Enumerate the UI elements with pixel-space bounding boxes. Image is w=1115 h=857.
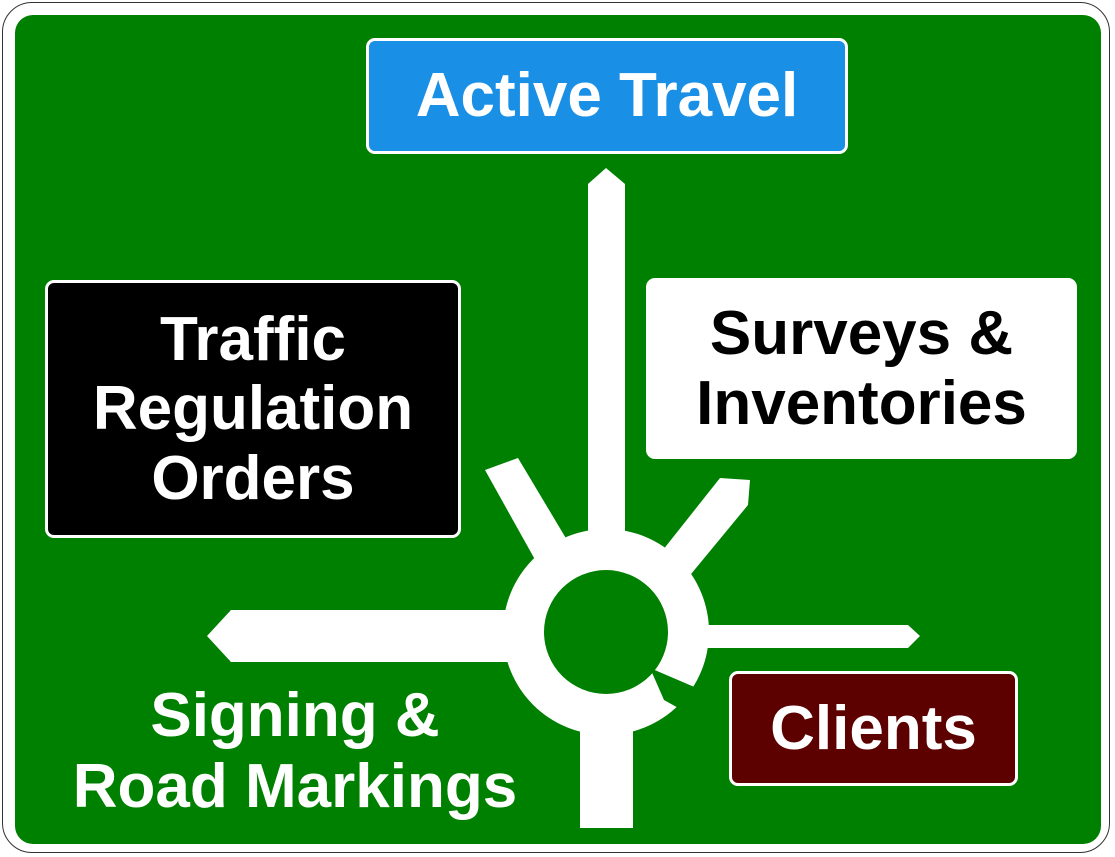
north-arm-arrow (588, 168, 625, 560)
surveys-line-2: Inventories (696, 368, 1027, 438)
east-arm-arrow (690, 625, 920, 648)
signing-line-2: Road Markings (72, 752, 518, 822)
roundabout-island (544, 570, 668, 694)
active-travel-sign[interactable]: Active Travel (366, 38, 848, 154)
west-arm-arrow (207, 610, 530, 662)
signing-road-markings-text[interactable]: Signing & Road Markings (40, 680, 550, 823)
signing-line-1: Signing & (150, 681, 440, 750)
surveys-inventories-sign[interactable]: Surveys & Inventories (646, 278, 1077, 459)
surveys-line-1: Surveys & (709, 299, 1014, 369)
tro-line-2: Regulation (92, 374, 414, 444)
ring-gap (650, 668, 706, 720)
tro-line-1: Traffic (159, 304, 347, 374)
active-travel-label: Active Travel (415, 61, 799, 131)
tro-line-3: Orders (151, 443, 355, 513)
clients-sign[interactable]: Clients (729, 671, 1018, 786)
clients-label: Clients (770, 693, 977, 763)
northwest-arm (485, 458, 570, 565)
northeast-arm (655, 478, 750, 585)
traffic-regulation-orders-sign[interactable]: Traffic Regulation Orders (45, 280, 461, 538)
